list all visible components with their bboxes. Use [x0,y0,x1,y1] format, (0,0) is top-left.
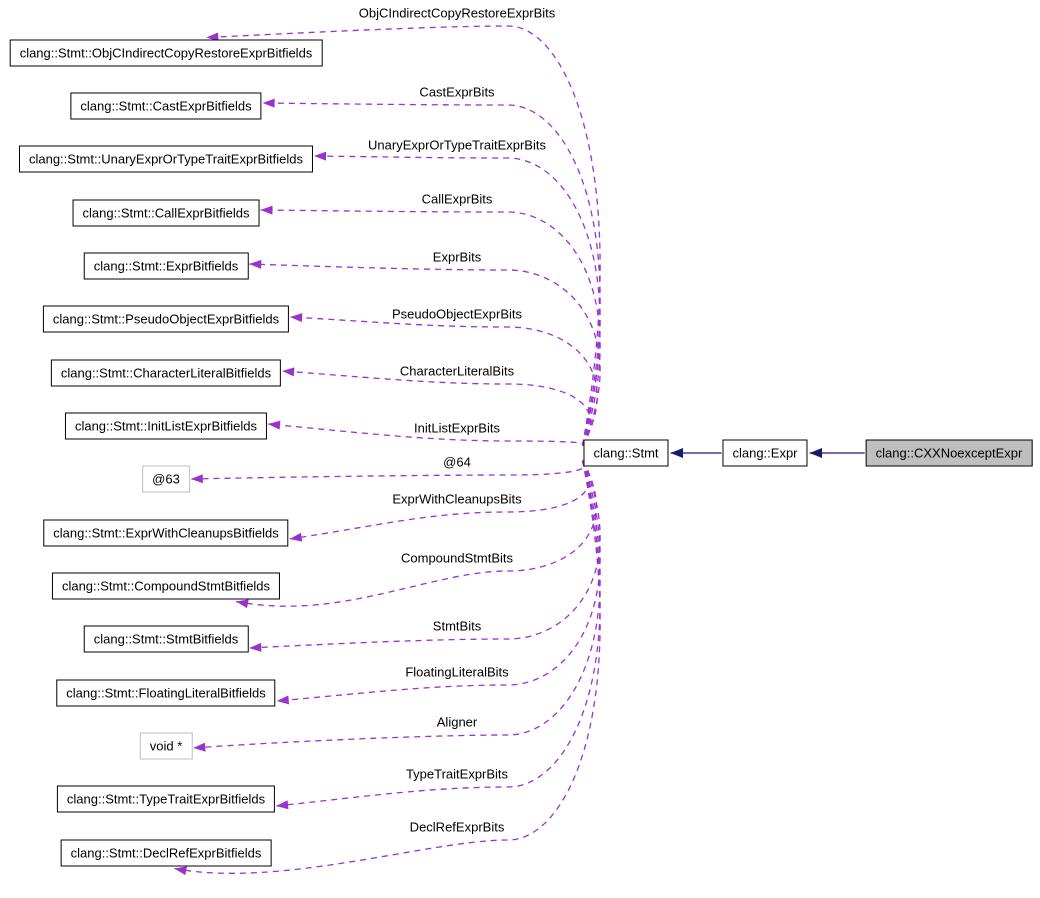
edge-label: ObjCIndirectCopyRestoreExprBits [358,5,556,21]
edge-label: Aligner [436,714,478,730]
usage-edge [289,460,590,542]
usage-edge [282,367,592,446]
bitfield-class-node[interactable]: clang::Stmt::FloatingLiteralBitfields [56,679,276,707]
edge-label: DeclRefExprBits [409,819,505,835]
edge-label: @64 [443,454,471,470]
bitfield-class-node[interactable]: clang::Stmt::ObjCIndirectCopyRestoreExpr… [9,39,323,67]
anon-member-node: void * [139,732,193,760]
bitfield-class-node[interactable]: clang::Stmt::ExprWithCleanupsBitfields [43,519,289,547]
bitfield-class-node[interactable]: clang::Stmt::CharacterLiteralBitfields [50,359,282,387]
usage-edge [262,98,601,446]
bitfield-class-node[interactable]: clang::Stmt::PseudoObjectExprBitfields [42,305,290,333]
edge-label: ExprWithCleanupsBits [392,491,522,507]
bitfield-class-node[interactable]: clang::Stmt::ExprBitfields [83,252,249,280]
bitfield-class-node[interactable]: clang::Stmt::CastExprBitfields [70,92,262,120]
usage-edge [193,460,601,752]
bitfield-class-node[interactable]: clang::Stmt::TypeTraitExprBitfields [56,785,276,813]
edge-label: InitListExprBits [414,420,500,436]
usage-edge [276,460,601,810]
edge-label: CastExprBits [419,84,495,100]
usage-edge [290,313,598,446]
usage-edge [206,25,601,446]
bitfield-class-node[interactable]: clang::Stmt::InitListExprBitfields [64,412,268,440]
edge-label: CompoundStmtBits [401,550,513,566]
bitfield-class-node[interactable]: clang::Stmt::DeclRefExprBitfields [60,839,272,867]
edge-label: FloatingLiteralBits [405,664,509,680]
bitfield-class-node[interactable]: clang::Stmt::StmtBitfields [83,625,249,653]
bitfield-class-node[interactable]: clang::Stmt::UnaryExprOrTypeTraitExprBit… [18,145,314,173]
edge-label: StmtBits [432,618,482,634]
bitfield-class-node[interactable]: clang::Stmt::CallExprBitfields [72,199,260,227]
edge-label: CharacterLiteralBits [399,363,515,379]
usage-edge [249,259,601,446]
usage-edge [314,151,601,446]
edge-label: TypeTraitExprBits [405,766,509,782]
class-node-expr[interactable]: clang::Expr [722,439,808,467]
anon-member-node: @63 [142,465,190,493]
bitfield-class-node[interactable]: clang::Stmt::CompoundStmtBitfields [51,572,281,600]
edge-label: CallExprBits [421,191,493,207]
class-node-stmt[interactable]: clang::Stmt [583,439,669,467]
edge-label: PseudoObjectExprBits [391,306,523,322]
usage-edge [260,205,601,446]
usage-edge [267,420,586,447]
edge-label: UnaryExprOrTypeTraitExprBits [368,137,546,153]
class-node-cxxnoexceptexpr: clang::CXXNoexceptExpr [865,439,1033,467]
usage-edge [235,460,597,609]
usage-edge [190,459,587,484]
edge-label: ExprBits [432,249,482,265]
